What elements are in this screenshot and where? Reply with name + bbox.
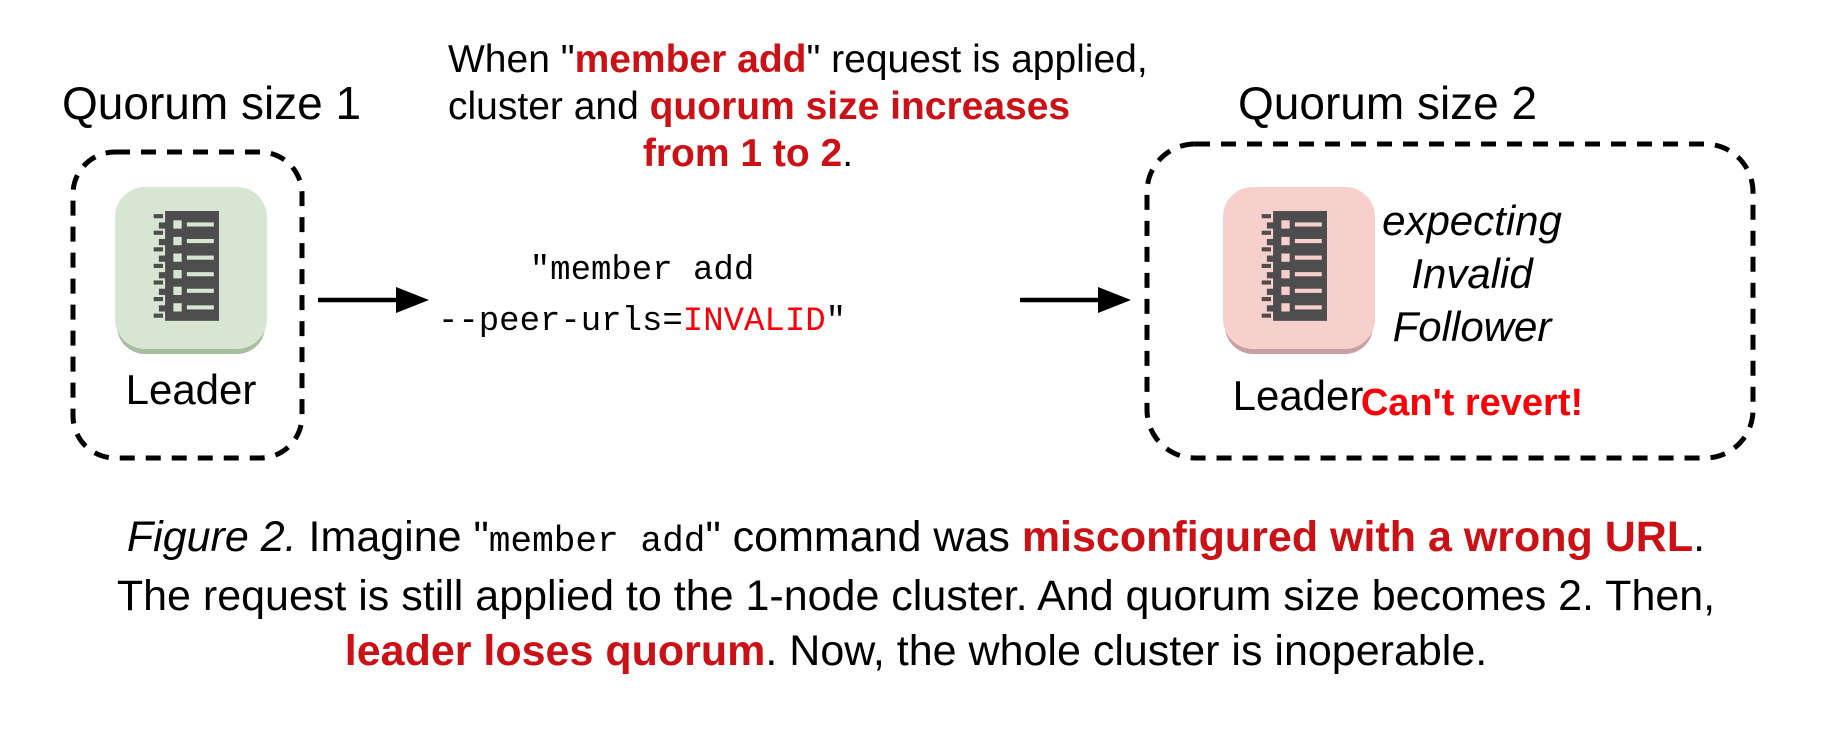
right-cluster-dashed-box <box>1144 141 1756 461</box>
caption-line: The request is still applied to the 1-no… <box>116 572 1716 620</box>
leader-node-green <box>115 187 267 349</box>
expecting-follower-note: expecting Invalid Follower <box>1332 194 1612 353</box>
leader-node-pink <box>1223 187 1375 349</box>
note-line: Follower <box>1392 303 1552 350</box>
figure-caption: Figure 2. Imagine "member add" command w… <box>66 510 1766 679</box>
annotation-line: from 1 to 2. <box>642 132 854 175</box>
note-line: Invalid <box>1411 250 1533 297</box>
leader-label: Leader <box>1232 372 1364 419</box>
cant-revert-warning: Can't revert! <box>1360 382 1584 424</box>
annotation-line: cluster and quorum size increases <box>448 85 1071 128</box>
member-add-command: "member add --peer-urls=INVALID" <box>392 246 892 348</box>
quorum-size-1-label: Quorum size 1 <box>62 77 362 129</box>
leader-label: Leader <box>125 366 257 413</box>
annotation-line: When "member add" request is applied, <box>448 38 1148 81</box>
arrow-right-icon <box>1020 287 1131 313</box>
command-line: "member add <box>529 252 755 290</box>
ledger-icon <box>153 211 219 321</box>
note-line: expecting <box>1382 197 1562 244</box>
left-cluster-dashed-box <box>70 149 305 461</box>
caption-line: Figure 2. Imagine "member add" command w… <box>126 513 1706 562</box>
quorum-size-2-label: Quorum size 2 <box>1238 77 1538 129</box>
arrow-right-icon <box>318 287 429 313</box>
ledger-icon <box>1261 211 1327 321</box>
member-add-annotation: When "member add" request is applied, cl… <box>448 36 1148 177</box>
command-line: --peer-urls=INVALID" <box>437 303 847 341</box>
caption-line: leader loses quorum. Now, the whole clus… <box>344 627 1488 675</box>
